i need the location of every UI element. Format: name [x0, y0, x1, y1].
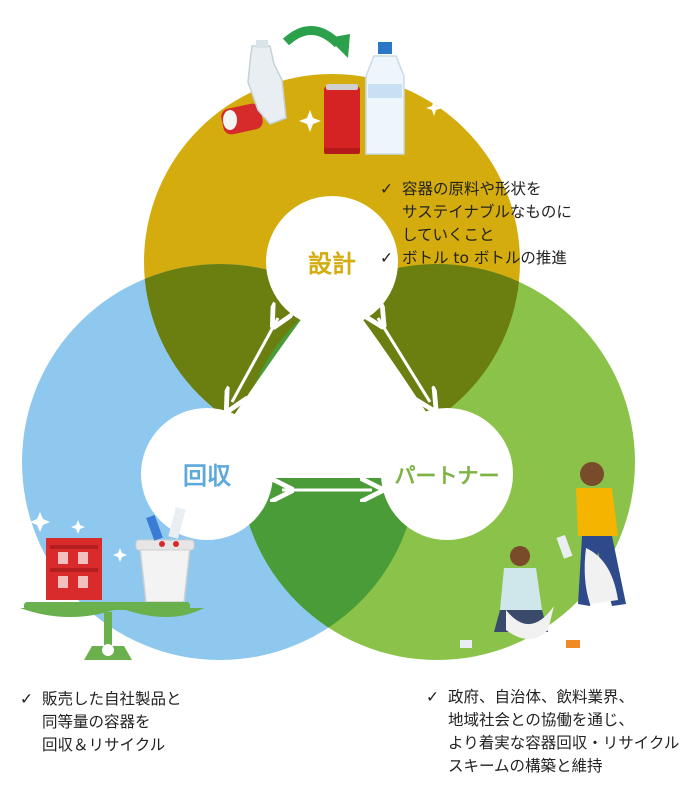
- design-note-text: ボトル to ボトルの推進: [402, 249, 567, 267]
- arrow-design-partner: [378, 318, 430, 402]
- design-note-line: ✓ ボトル to ボトルの推進: [380, 247, 572, 270]
- balance-scale-icon: [20, 602, 204, 660]
- design-label: 設計: [308, 250, 356, 278]
- bottle-crate-icon: [46, 538, 102, 600]
- recycle-node: [141, 408, 273, 540]
- design-note-text: 容器の原料や形状を: [402, 180, 542, 198]
- recycle-note-text: 販売した自社製品と: [42, 690, 182, 708]
- cycle-arrow-icon: [282, 26, 350, 58]
- recycle-notes: ✓ 販売した自社製品と同等量の容器を回収＆リサイクル: [20, 688, 182, 757]
- volunteer-cleanup-icon: [460, 462, 626, 648]
- partner-note-line: ✓ 政府、自治体、飲料業界、: [426, 686, 679, 709]
- recycle-note-line: ✓ 販売した自社製品と: [20, 688, 182, 711]
- partner-note-text: 政府、自治体、飲料業界、: [448, 688, 635, 706]
- soda-can-icon: [324, 84, 360, 154]
- partner-notes: ✓ 政府、自治体、飲料業界、地域社会との協働を通じ、より着実な容器回収・リサイクル…: [426, 686, 679, 778]
- check-icon: [426, 732, 448, 755]
- check-icon: ✓: [426, 688, 439, 706]
- crushed-can-icon: [221, 103, 263, 135]
- check-icon: [380, 224, 402, 247]
- design-note-text: していくこと: [402, 226, 495, 244]
- partner-node: [381, 408, 513, 540]
- plastic-bottle-icon: [247, 40, 287, 125]
- partner-note-text: より着実な容器回収・リサイクル: [448, 734, 680, 752]
- check-icon: [426, 755, 448, 778]
- design-note-line: していくこと: [380, 224, 572, 247]
- recycle-note-text: 回収＆リサイクル: [42, 736, 166, 754]
- check-icon: [380, 201, 402, 224]
- recycle-label: 回収: [183, 462, 232, 490]
- check-icon: ✓: [380, 249, 393, 267]
- design-note-text: サステイナブルなものに: [402, 203, 572, 221]
- sparkle-icon: [30, 100, 442, 562]
- recycle-note-line: 回収＆リサイクル: [20, 734, 182, 757]
- check-icon: [20, 711, 42, 734]
- check-icon: [426, 709, 448, 732]
- design-node: [266, 196, 398, 328]
- partner-note-line: 地域社会との協働を通じ、: [426, 709, 679, 732]
- partner-note-line: より着実な容器回収・リサイクル: [426, 732, 679, 755]
- partner-label: パートナー: [395, 464, 500, 488]
- recycle-note-text: 同等量の容器を: [42, 713, 151, 731]
- check-icon: ✓: [20, 690, 33, 708]
- partner-note-line: スキームの構築と維持: [426, 755, 679, 778]
- recycle-note-line: 同等量の容器を: [20, 711, 182, 734]
- arrow-design-recycle: [232, 318, 278, 402]
- check-icon: ✓: [380, 180, 393, 198]
- water-bottle-icon: [365, 42, 405, 155]
- design-note-line: サステイナブルなものに: [380, 201, 572, 224]
- recycle-bin-icon: [135, 507, 195, 603]
- design-notes: ✓ 容器の原料や形状をサステイナブルなものにしていくこと ✓ ボトル to ボトルの推…: [380, 178, 572, 270]
- partner-note-text: 地域社会との協働を通じ、: [448, 711, 634, 729]
- center-white-triangle: [232, 278, 430, 478]
- partner-note-text: スキームの構築と維持: [448, 757, 603, 775]
- check-icon: [20, 734, 42, 757]
- design-note-line: ✓ 容器の原料や形状を: [380, 178, 572, 201]
